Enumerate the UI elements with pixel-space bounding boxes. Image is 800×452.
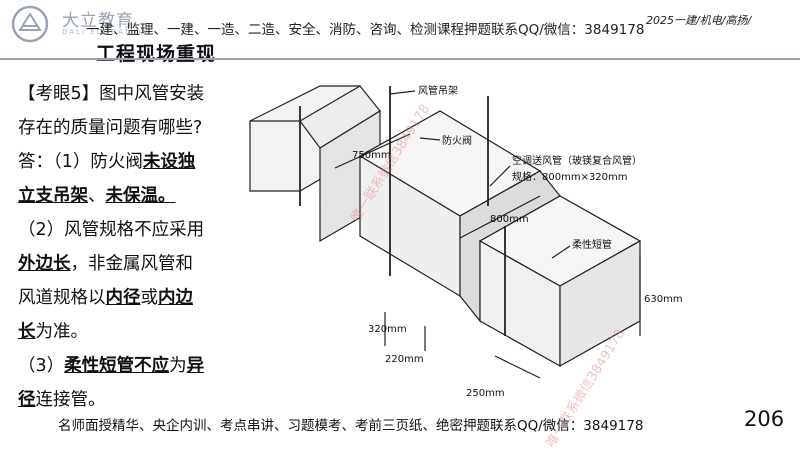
- dim-line-750: [334, 133, 411, 169]
- answer-2-line-3: 风道规格以内径或内边: [18, 281, 250, 315]
- page-title: 工程现场重现: [96, 43, 217, 65]
- answer-2-emphasis-2: 内径: [105, 288, 141, 308]
- answer-1-emphasis-3: 未保温。: [105, 186, 176, 206]
- question-line-1: 【考眼5】图中风管安装: [18, 84, 205, 104]
- leader-duct: [489, 165, 511, 187]
- duct-installation-diagram: 风管吊架 防火阀 空调送风管（玻镁复合风管） 规格：800mm×320mm 柔性…: [249, 84, 683, 399]
- leader-damper: [419, 137, 441, 141]
- answer-1-prefix: 答：（1）防火阀: [18, 152, 143, 172]
- dim-220-label: 220mm: [385, 354, 424, 365]
- question-line-2: 存在的质量问题有哪些?: [18, 118, 203, 138]
- answer-2-end: 为准。: [35, 322, 89, 342]
- answer-1-emphasis-1: 未设独: [142, 152, 196, 172]
- answer-3-emphasis-3: 径: [18, 390, 36, 410]
- footer-ad-text: 名师面授精华、央企内训、考点串讲、习题模考、考前三页纸、绝密押题联系QQ/微信：…: [58, 418, 644, 434]
- answer-2-emphasis-1: 外边长: [18, 254, 71, 274]
- logo-icon: [11, 5, 49, 43]
- brand-subtitle: DALI EDUCATION: [62, 28, 150, 36]
- answer-2-line-2: 外边长，非金属风管和: [18, 247, 250, 281]
- label-spec: 规格：800mm×320mm: [512, 170, 628, 183]
- answer-3-emphasis-1: 柔性短管不应: [64, 356, 170, 376]
- label-damper: 防火阀: [442, 134, 472, 147]
- answer-1-line-1: 答：（1）防火阀未设独: [18, 145, 250, 179]
- answer-1-line-2: 立支吊架、未保温。: [18, 179, 250, 213]
- answer-2-line-4: 长为准。: [18, 315, 250, 349]
- answer-2-line-3-prefix: 风道规格以: [18, 288, 106, 308]
- answer-1-emphasis-2: 立支吊架: [18, 186, 88, 206]
- dim-line-250: [494, 355, 541, 379]
- leader-hanger: [389, 90, 416, 95]
- header-ad-text: 一建、监理、一建、一造、二造、安全、消防、咨询、检测课程押题联系QQ/微信：38…: [86, 22, 645, 38]
- answer-2-middle: ，非金属风管和: [70, 254, 194, 274]
- label-flex: 柔性短管: [572, 238, 612, 251]
- answer-2-or: 或: [140, 288, 159, 308]
- brand-name: 大立教育: [62, 11, 134, 31]
- answer-1-separator: 、: [88, 186, 106, 206]
- dim-320-label: 320mm: [368, 324, 407, 335]
- answer-3-line-2: 径连接管。: [18, 383, 250, 417]
- dim-250-label: 250mm: [466, 388, 505, 399]
- top-bar: 大立教育 DALI EDUCATION 一建、监理、一建、一造、二造、安全、消防…: [0, 0, 800, 46]
- title-divider: [0, 58, 800, 60]
- label-duct: 空调送风管（玻镁复合风管）: [512, 154, 642, 167]
- answer-2-emphasis-4: 长: [18, 322, 36, 342]
- course-tag: 2025一建/机电/高扬/: [646, 14, 752, 27]
- dim-line-800: [459, 195, 541, 239]
- answer-3-wei: 为: [169, 356, 187, 376]
- answer-3-prefix: （3）: [18, 356, 65, 376]
- dim-750-label: 750mm: [352, 150, 391, 161]
- answer-2-emphasis-3: 内边: [158, 288, 193, 308]
- answer-2-line-1: （2）风管规格不应采用: [18, 220, 205, 240]
- page-number: 206: [744, 407, 785, 431]
- answer-3-end: 连接管。: [35, 390, 106, 410]
- question-answer-block: 【考眼5】图中风管安装 存在的质量问题有哪些? 答：（1）防火阀未设独 立支吊架…: [18, 77, 250, 417]
- leader-flex: [551, 245, 571, 259]
- dim-800-label: 800mm: [490, 214, 529, 225]
- dim-630-label: 630mm: [644, 294, 683, 305]
- answer-3-line-1: （3）柔性短管不应为异: [18, 349, 250, 383]
- label-hanger: 风管吊架: [418, 84, 458, 97]
- answer-3-emphasis-2: 异: [186, 356, 205, 376]
